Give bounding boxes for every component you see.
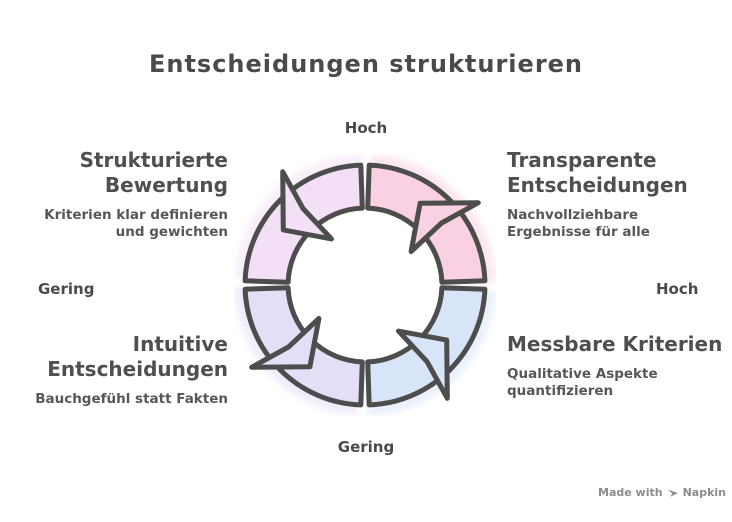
heading-line: Intuitive <box>132 332 228 356</box>
heading-line: Bewertung <box>104 173 228 197</box>
quadrant-bottom-left: Intuitive Entscheidungen Bauchgefühl sta… <box>0 332 228 408</box>
quadrant-bottom-left-heading: Intuitive Entscheidungen <box>0 332 228 382</box>
ring-segment-top-right <box>365 162 488 285</box>
quadrant-bottom-right-heading: Messbare Kriterien <box>507 332 732 357</box>
ring-segment-top-right-arrowhead <box>408 200 481 254</box>
axis-label-bottom: Gering <box>337 438 395 456</box>
ring-segment-top-left <box>242 162 365 285</box>
ring-segment-bottom-left-arrowhead <box>249 316 322 370</box>
subtitle-line: Kriterien klar definieren <box>44 207 228 223</box>
quadrant-bottom-left-subtitle: Bauchgefühl statt Fakten <box>0 391 228 408</box>
watermark-prefix: Made with <box>598 486 663 499</box>
subtitle-line: quantifizieren <box>507 383 614 399</box>
quadrant-bottom-right: Messbare Kriterien Qualitative Aspekte q… <box>507 332 732 400</box>
subtitle-line: Qualitative Aspekte <box>507 366 658 382</box>
ring-segment-bottom-right <box>365 285 488 408</box>
quadrant-top-left-subtitle: Kriterien klar definieren und gewichten <box>0 207 228 241</box>
heading-line: Entscheidungen <box>47 357 228 381</box>
quadrant-top-right-subtitle: Nachvollziehbare Ergebnisse für alle <box>507 207 732 241</box>
heading-line: Strukturierte <box>79 148 228 172</box>
quadrant-top-right-heading: Transparente Entscheidungen <box>507 148 732 198</box>
axis-label-right: Hoch <box>656 280 699 298</box>
axis-label-left: Gering <box>38 280 95 298</box>
axis-label-top: Hoch <box>344 119 388 137</box>
heading-line: Messbare Kriterien <box>507 332 723 356</box>
quadrant-top-left-heading: Strukturierte Bewertung <box>0 148 228 198</box>
heading-line: Entscheidungen <box>507 173 688 197</box>
watercolor-splash-layer <box>234 154 496 416</box>
subtitle-line: und gewichten <box>115 224 228 240</box>
heading-line: Transparente <box>507 148 657 172</box>
ring-segment-bottom-left <box>242 285 365 408</box>
napkin-watermark[interactable]: Made with Napkin <box>598 486 726 499</box>
napkin-logo-icon <box>667 489 678 497</box>
subtitle-line: Bauchgefühl statt Fakten <box>35 391 228 407</box>
quadrant-top-left: Strukturierte Bewertung Kriterien klar d… <box>0 148 228 241</box>
ring-segment-top-left-arrowhead <box>280 169 334 242</box>
subtitle-line: Nachvollziehbare <box>507 207 639 223</box>
subtitle-line: Ergebnisse für alle <box>507 224 650 240</box>
quadrant-bottom-right-subtitle: Qualitative Aspekte quantifizieren <box>507 366 732 400</box>
watermark-brand: Napkin <box>682 486 726 499</box>
cycle-ring-diagram <box>234 154 496 416</box>
ring-segment-bottom-right-arrowhead <box>396 328 450 401</box>
quadrant-top-right: Transparente Entscheidungen Nachvollzieh… <box>507 148 732 241</box>
diagram-title: Entscheidungen strukturieren <box>148 50 584 78</box>
